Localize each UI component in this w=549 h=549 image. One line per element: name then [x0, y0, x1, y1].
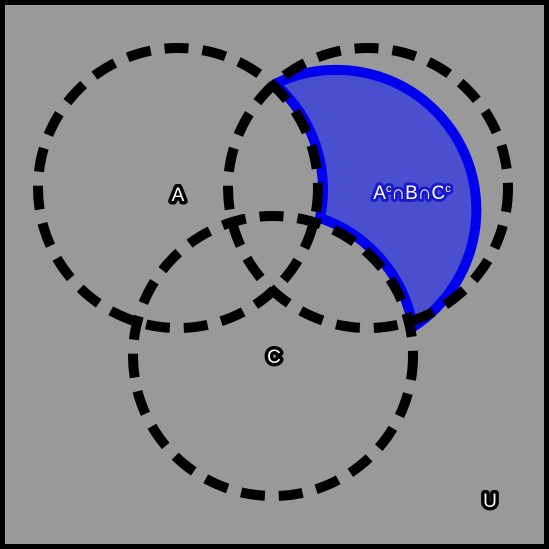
set-a-label: A — [172, 185, 185, 206]
circle-b — [223, 43, 513, 333]
circle-c — [128, 211, 418, 501]
highlighted-region-label: Ac∩B∩Cc — [373, 183, 451, 204]
region-label-part-2: ∩B∩C — [391, 183, 445, 204]
set-c-label: C — [267, 347, 281, 368]
circle-a — [33, 43, 323, 333]
region-label-part-1: A — [373, 183, 386, 204]
region-label-sup-2: c — [445, 183, 451, 195]
universe-label: U — [483, 491, 497, 512]
